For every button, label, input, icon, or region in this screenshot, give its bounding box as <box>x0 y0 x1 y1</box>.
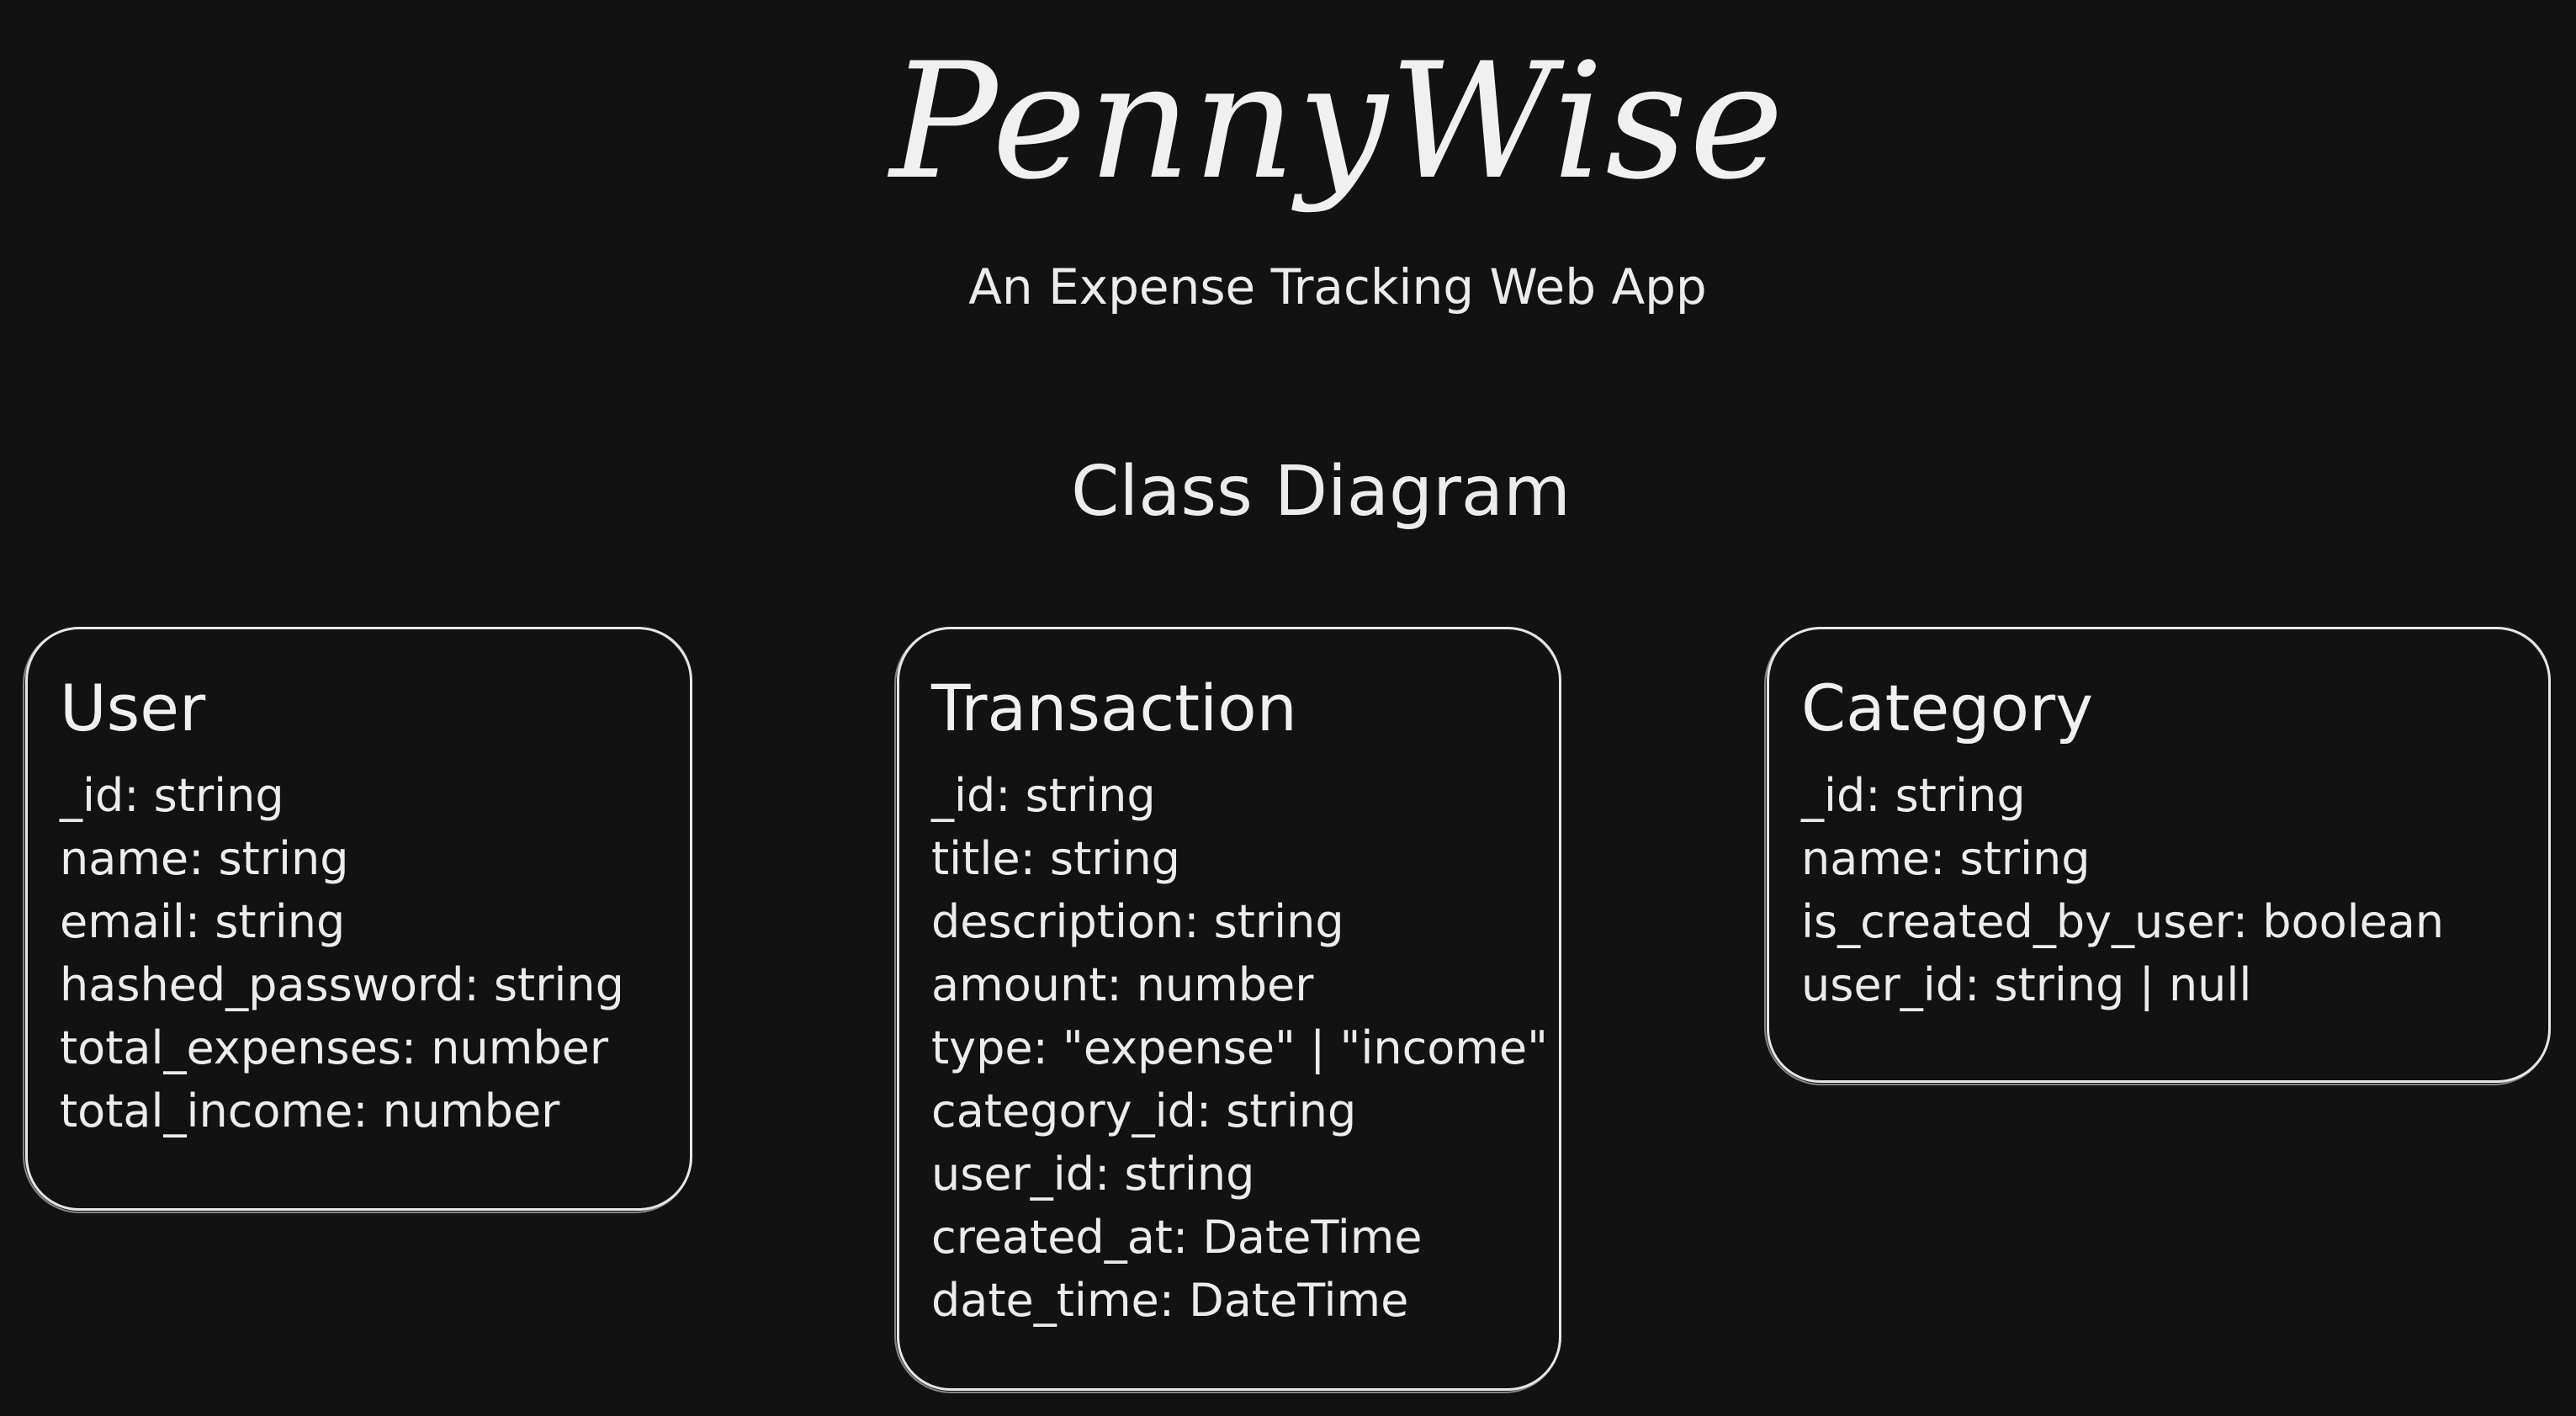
class-box-transaction: Transaction _id: string title: string de… <box>894 627 1561 1393</box>
attribute: email: string <box>60 895 346 948</box>
attribute: title: string <box>931 832 1180 885</box>
attribute: _id: string <box>1801 769 2026 822</box>
attribute: user_id: string <box>931 1148 1255 1201</box>
attribute: is_created_by_user: boolean <box>1801 895 2445 948</box>
attribute: amount: number <box>931 958 1314 1011</box>
class-box-user: User _id: string name: string email: str… <box>23 627 692 1213</box>
attribute: name: string <box>1801 832 2091 885</box>
attribute-list: _id: string name: string is_created_by_u… <box>1801 764 2518 1016</box>
attribute: total_expenses: number <box>60 1021 609 1074</box>
app-title: PennyWise <box>889 29 1786 215</box>
attribute: created_at: DateTime <box>931 1211 1423 1264</box>
app-subtitle: An Expense Tracking Web App <box>968 258 1707 316</box>
class-name: Category <box>1801 671 2094 745</box>
attribute: total_income: number <box>60 1085 560 1138</box>
attribute: _id: string <box>931 769 1156 822</box>
attribute: date_time: DateTime <box>931 1274 1409 1327</box>
diagram-heading: Class Diagram <box>1071 452 1571 532</box>
attribute: category_id: string <box>931 1085 1357 1138</box>
attribute: type: "expense" | "income" <box>931 1021 1548 1074</box>
attribute: description: string <box>931 895 1344 948</box>
attribute: hashed_password: string <box>60 958 624 1011</box>
class-name: Transaction <box>931 671 1297 745</box>
attribute-list: _id: string title: string description: s… <box>931 764 1548 1332</box>
attribute: user_id: string | null <box>1801 958 2252 1011</box>
class-name: User <box>60 671 206 745</box>
class-box-category: Category _id: string name: string is_cre… <box>1764 627 2551 1085</box>
attribute: _id: string <box>60 769 284 822</box>
attribute-list: _id: string name: string email: string h… <box>60 764 660 1143</box>
attribute: name: string <box>60 832 349 885</box>
